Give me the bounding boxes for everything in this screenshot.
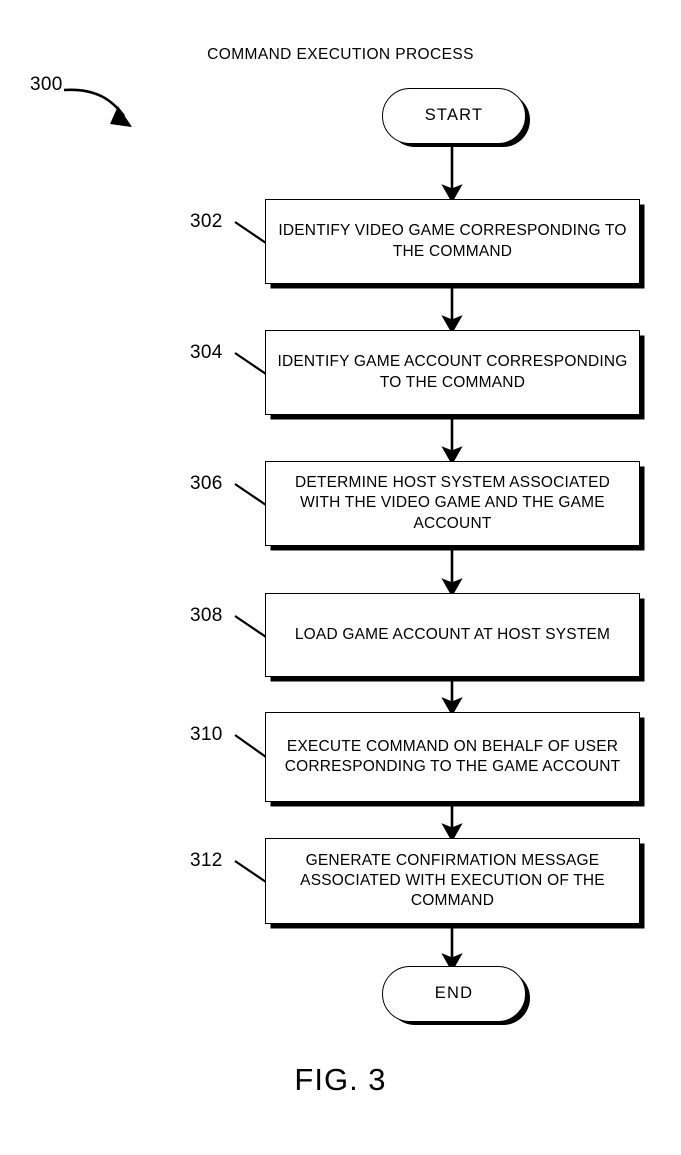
reference-leader-300 [63,88,132,127]
flow-node-308: LOAD GAME ACCOUNT AT HOST SYSTEM [265,593,640,677]
flow-node-end: END [382,966,526,1022]
flow-node-306-label: DETERMINE HOST SYSTEM ASSOCIATED WITH TH… [294,474,610,532]
flow-node-310: EXECUTE COMMAND ON BEHALF OF USER CORRES… [265,712,640,802]
reference-numeral-310: 310 [190,724,223,745]
flow-node-302-label: IDENTIFY VIDEO GAME CORRESPONDING TO THE… [278,222,627,260]
flow-node-312: GENERATE CONFIRMATION MESSAGE ASSOCIATED… [265,838,640,924]
reference-numeral-304: 304 [190,342,223,363]
flow-node-308-label: LOAD GAME ACCOUNT AT HOST SYSTEM [294,625,611,643]
flow-node-302: IDENTIFY VIDEO GAME CORRESPONDING TO THE… [265,199,640,284]
figure-caption: FIG. 3 [294,1062,387,1097]
flow-node-312-label: GENERATE CONFIRMATION MESSAGE ASSOCIATED… [300,851,605,910]
flow-node-end-label: END [434,984,474,1003]
flow-node-306: DETERMINE HOST SYSTEM ASSOCIATED WITH TH… [265,461,640,546]
reference-numeral-312: 312 [190,850,223,871]
reference-numeral-306: 306 [190,473,223,494]
reference-leader-lines [234,221,267,883]
reference-numeral-308: 308 [190,605,223,626]
flow-node-304-label: IDENTIFY GAME ACCOUNT CORRESPONDING TO T… [277,353,628,391]
flow-node-304: IDENTIFY GAME ACCOUNT CORRESPONDING TO T… [265,330,640,415]
page-title: COMMAND EXECUTION PROCESS [207,46,474,63]
reference-numeral-302: 302 [190,211,223,232]
flow-node-start-label: START [424,106,484,125]
reference-numeral-300: 300 [30,74,63,95]
flow-node-310-label: EXECUTE COMMAND ON BEHALF OF USER CORRES… [284,737,621,775]
flow-node-start: START [382,88,526,144]
